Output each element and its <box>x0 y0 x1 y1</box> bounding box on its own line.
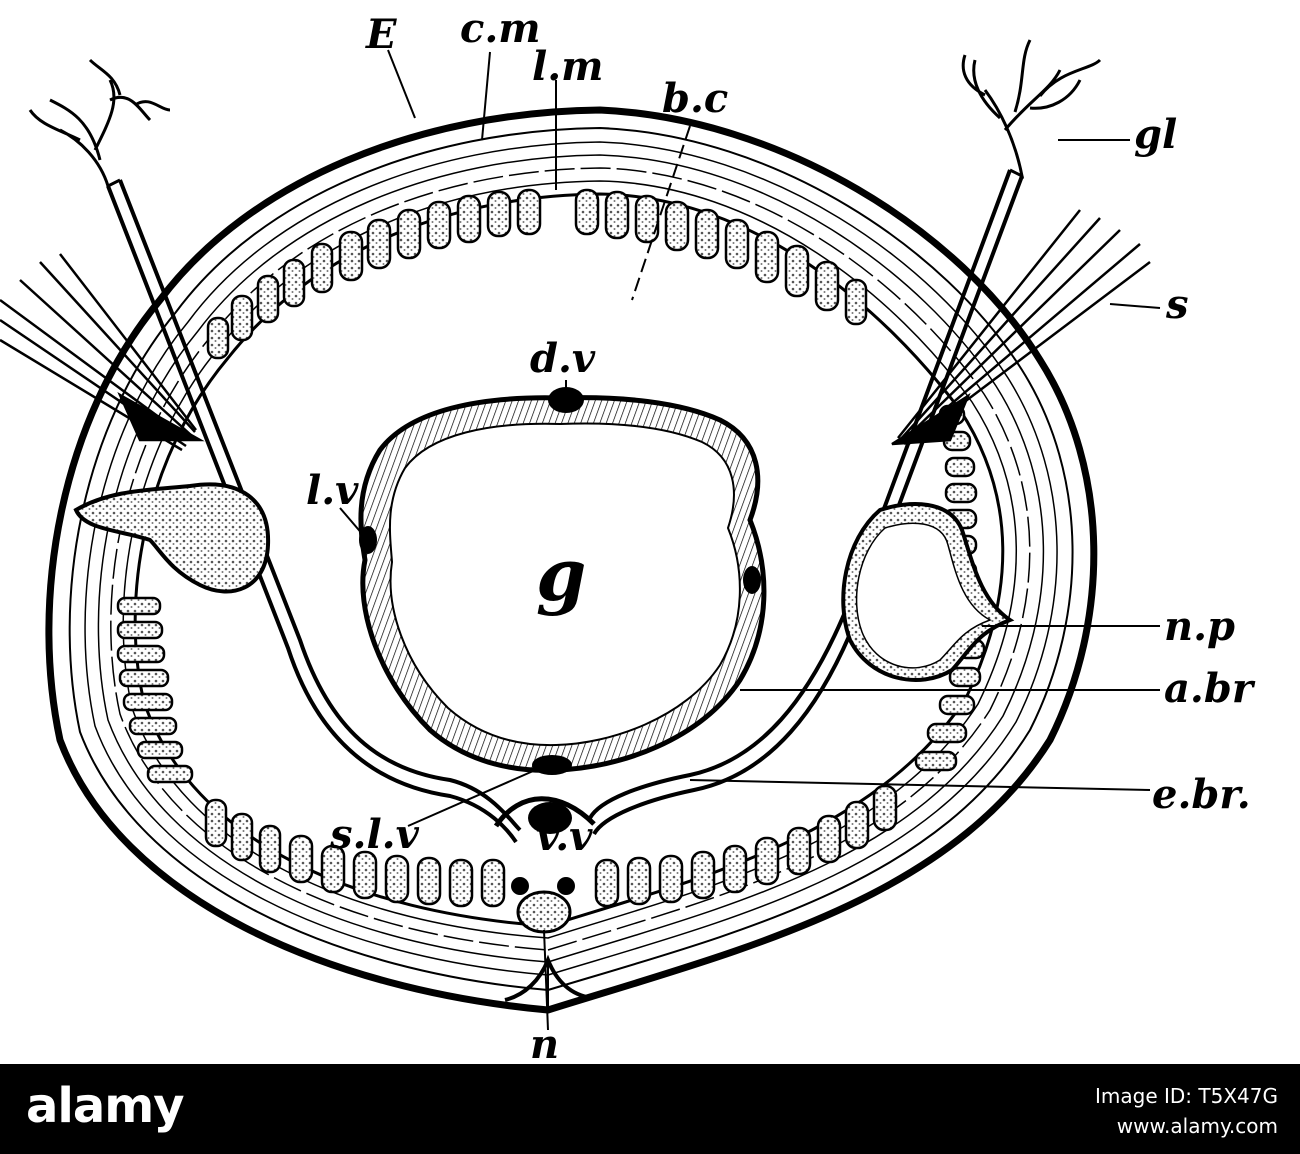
label-vv: v.v <box>536 813 593 860</box>
label-g: g <box>536 532 586 617</box>
dorsal-vessel <box>548 387 584 413</box>
label-lv: l.v <box>306 467 359 514</box>
label-gl: gl <box>1134 111 1177 158</box>
label-ebr: e.br. <box>1152 771 1251 818</box>
sub-intestinal-vessel <box>532 755 572 775</box>
label-n: n <box>530 1021 559 1064</box>
nephridium-left <box>73 482 271 594</box>
label-np: n.p <box>1164 603 1235 650</box>
label-dv: d.v <box>530 335 596 382</box>
label-s: s <box>1165 281 1189 328</box>
label-E: E <box>365 11 397 58</box>
stock-footer: alamy Image ID: T5X47G www.alamy.com <box>0 1064 1300 1154</box>
gland-right <box>961 39 1102 179</box>
label-bc: b.c <box>662 75 728 122</box>
stock-url: www.alamy.com <box>1116 1114 1278 1138</box>
setae-right <box>891 209 1151 447</box>
lateral-vessel-right <box>743 566 761 594</box>
ventral-vessel <box>528 802 572 834</box>
lateral-vessel-left <box>359 526 377 554</box>
blood-vessels <box>359 387 761 834</box>
image-id: Image ID: T5X47G <box>1095 1084 1278 1108</box>
label-slv: s.l.v <box>329 811 420 858</box>
setae-left <box>0 253 205 452</box>
diagram-labels: E c.m l.m b.c gl s d.v l.v g n.p a.br e.… <box>306 5 1256 1064</box>
longitudinal-muscle-bundles <box>116 188 990 908</box>
label-cm: c.m <box>460 5 541 52</box>
nephridium-right <box>841 502 1015 682</box>
stock-logo: alamy <box>26 1078 185 1134</box>
gland-left <box>28 58 171 189</box>
label-lm: l.m <box>532 43 603 90</box>
cross-section-diagram: E c.m l.m b.c gl s d.v l.v g n.p a.br e.… <box>0 5 1256 1064</box>
label-abr: a.br <box>1164 665 1256 712</box>
leader-lines <box>339 49 1161 1031</box>
gut <box>358 395 767 773</box>
